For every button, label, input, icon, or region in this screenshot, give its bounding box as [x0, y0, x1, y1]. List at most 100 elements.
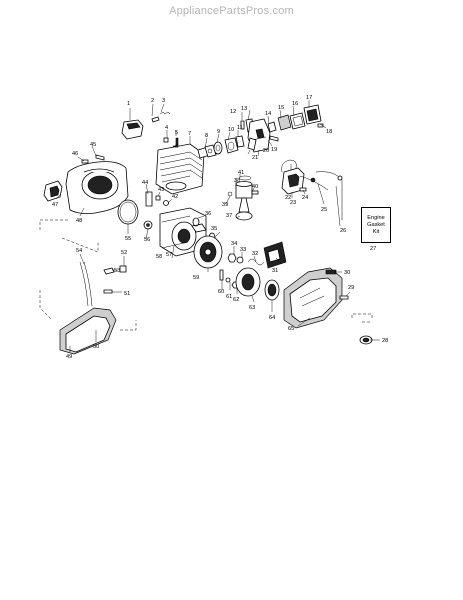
part-1-muffler-cap[interactable] — [121, 119, 144, 140]
callout-18: 18 — [326, 129, 332, 135]
callout-28: 28 — [382, 338, 388, 344]
part-19-screw[interactable] — [269, 135, 279, 142]
callout-50: 50 — [93, 344, 99, 350]
callout-8: 8 — [205, 133, 208, 139]
callout-37: 37 — [226, 213, 232, 219]
part-38-piston[interactable] — [235, 181, 253, 199]
callout-43: 43 — [158, 187, 164, 193]
callout-55: 55 — [125, 236, 131, 242]
callout-33: 33 — [240, 247, 246, 253]
part-16-filter-plate[interactable] — [289, 112, 306, 130]
part-18-screw[interactable] — [317, 123, 324, 128]
part-31-clutch[interactable] — [263, 241, 287, 269]
part-39-clip[interactable] — [227, 191, 233, 197]
engine-gasket-kit-box[interactable]: Engine Gasket Kit — [361, 207, 391, 243]
part-55-gasket[interactable] — [117, 199, 139, 225]
callout-45: 45 — [90, 142, 96, 148]
part-47-starter-handle[interactable] — [43, 180, 63, 202]
callout-52: 52 — [121, 250, 127, 256]
callout-57: 57 — [166, 252, 172, 258]
part-60-screw[interactable] — [219, 269, 224, 281]
callout-1: 1 — [127, 101, 130, 107]
part-9-collar[interactable] — [213, 141, 223, 155]
part-28-bushing[interactable] — [351, 313, 373, 345]
part-48-fan-housing[interactable] — [65, 161, 129, 214]
part-51-screw[interactable] — [103, 289, 113, 294]
callout-34: 34 — [231, 241, 237, 247]
callout-27: 27 — [370, 246, 376, 252]
part-15-filter[interactable] — [277, 114, 292, 131]
part-32-clutch-spring[interactable] — [247, 258, 265, 266]
part-22-wire-clip[interactable] — [281, 159, 297, 173]
part-37-connecting-rod[interactable] — [235, 197, 253, 221]
part-3-spring[interactable] — [159, 111, 171, 115]
part-43-screw[interactable] — [155, 195, 161, 201]
callout-6: 6 — [175, 144, 178, 150]
part-44-bracket[interactable] — [145, 191, 153, 207]
part-53-clip[interactable] — [103, 267, 115, 275]
callout-40: 40 — [252, 184, 258, 190]
callout-24: 24 — [302, 195, 308, 201]
callout-7: 7 — [188, 131, 191, 137]
part-56-bearing[interactable] — [143, 220, 153, 230]
callout-19: 19 — [271, 147, 277, 153]
part-42-washer[interactable] — [163, 200, 169, 206]
callout-65: 65 — [288, 326, 294, 332]
part-63-clutch-drum[interactable] — [235, 267, 261, 297]
part-10-adapter[interactable] — [224, 137, 239, 154]
part-45-screw[interactable] — [95, 154, 105, 161]
part-52-grommet[interactable] — [119, 265, 127, 273]
part-54-wire-tube[interactable] — [79, 261, 93, 307]
part-14-gasket[interactable] — [267, 121, 277, 133]
callout-48: 48 — [76, 218, 82, 224]
part-11-gasket[interactable] — [235, 135, 245, 148]
part-34-nut[interactable] — [227, 253, 237, 263]
part-24-screw[interactable] — [299, 187, 307, 192]
part-30-screw[interactable] — [325, 269, 337, 275]
part-12-screw[interactable] — [240, 120, 245, 130]
callout-9: 9 — [217, 129, 220, 135]
callout-15: 15 — [278, 105, 284, 111]
part-4-pin[interactable] — [163, 137, 169, 143]
part-26-wire[interactable] — [315, 171, 343, 220]
callout-44: 44 — [142, 180, 148, 186]
part-17-filter-cover[interactable] — [303, 104, 322, 125]
callout-32: 32 — [252, 251, 258, 257]
callout-56: 56 — [144, 237, 150, 243]
callout-22: 22 — [285, 195, 291, 201]
callout-64: 64 — [269, 315, 275, 321]
part-23-ignition-module[interactable] — [281, 167, 305, 195]
callout-16: 16 — [292, 101, 298, 107]
part-29-screw[interactable] — [339, 295, 349, 300]
part-59-flywheel[interactable] — [193, 235, 223, 269]
callout-59: 59 — [193, 275, 199, 281]
part-25-wire[interactable] — [299, 175, 329, 191]
callout-51: 51 — [124, 291, 130, 297]
part-2-screw[interactable] — [151, 116, 160, 123]
part-64-drum[interactable] — [264, 279, 280, 301]
callout-23: 23 — [290, 200, 296, 206]
part-36-bearing[interactable] — [192, 217, 200, 227]
callout-17: 17 — [306, 95, 312, 101]
part-33-washer[interactable] — [236, 256, 244, 264]
engine-gasket-kit-label: Engine Gasket Kit — [367, 214, 385, 235]
callout-3: 3 — [162, 98, 165, 104]
callout-53: 53 — [114, 268, 120, 274]
part-21-throttle-arm[interactable] — [247, 137, 257, 151]
callout-62: 62 — [233, 297, 239, 303]
part-65-clutch-housing[interactable] — [283, 267, 343, 329]
callout-60: 60 — [218, 289, 224, 295]
part-40-pin[interactable] — [251, 190, 259, 195]
part-8-spacer[interactable] — [204, 144, 217, 158]
part-61-washer[interactable] — [225, 277, 231, 283]
callout-10: 10 — [228, 127, 234, 133]
callout-11: 11 — [237, 125, 243, 131]
callout-13: 13 — [241, 106, 247, 112]
callout-38: 38 — [234, 178, 240, 184]
callout-30: 30 — [344, 270, 350, 276]
callout-12: 12 — [230, 109, 236, 115]
part-41-ring[interactable] — [238, 175, 252, 181]
part-49-shroud[interactable] — [59, 307, 117, 355]
